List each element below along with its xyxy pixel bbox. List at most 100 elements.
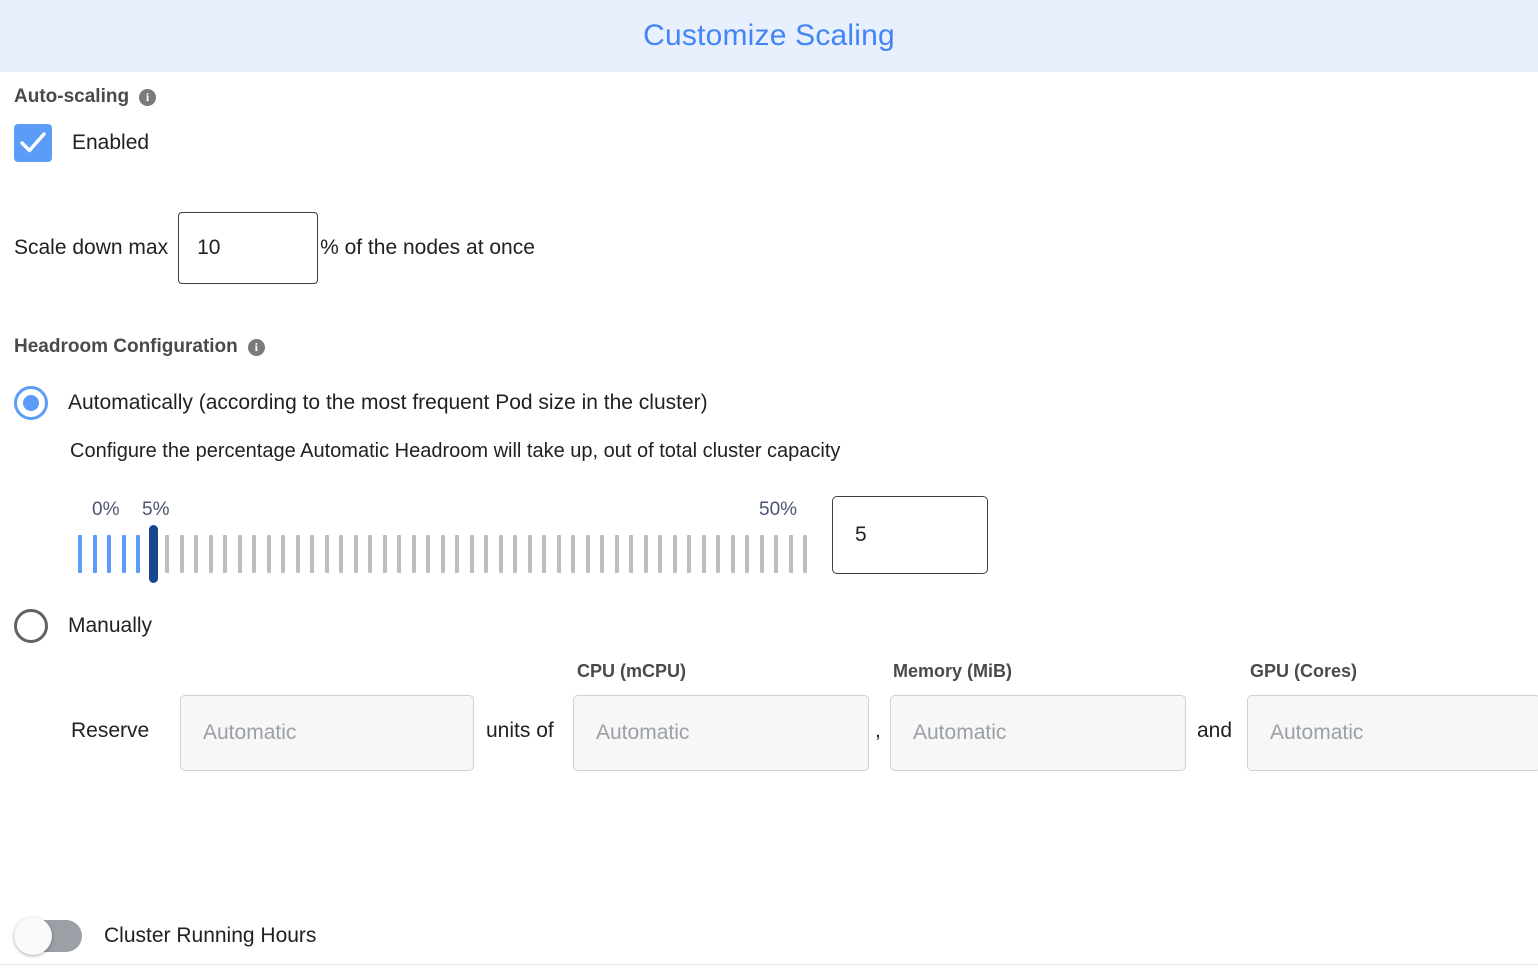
slider-tick[interactable] bbox=[571, 535, 575, 573]
slider-tick[interactable] bbox=[136, 535, 140, 573]
toggle-knob bbox=[14, 917, 52, 955]
slider-tick[interactable] bbox=[165, 535, 169, 573]
bottom-divider bbox=[0, 964, 1538, 965]
slider-tick[interactable] bbox=[469, 535, 474, 573]
slider-tick[interactable] bbox=[382, 535, 387, 573]
cluster-running-hours-label: Cluster Running Hours bbox=[104, 924, 317, 947]
slider-tick[interactable] bbox=[92, 535, 97, 573]
slider-thumb[interactable] bbox=[148, 525, 158, 583]
headroom-percentage-input[interactable] bbox=[832, 496, 988, 574]
headroom-percentage-slider[interactable]: 0% 5% 50% bbox=[14, 493, 1524, 593]
slider-tick[interactable] bbox=[339, 535, 343, 573]
slider-tick[interactable] bbox=[107, 535, 111, 573]
reserve-cpu-input[interactable] bbox=[573, 695, 869, 771]
slider-tick[interactable] bbox=[730, 535, 735, 573]
slider-tick[interactable] bbox=[687, 535, 691, 573]
headroom-manual-block: Manually CPU (mCPU) Memory (MiB) GPU (Co… bbox=[14, 609, 1538, 791]
slider-tick[interactable] bbox=[513, 535, 517, 573]
slider-current-label: 5% bbox=[142, 499, 170, 520]
slider-tick[interactable] bbox=[629, 535, 633, 573]
slider-tick[interactable] bbox=[411, 535, 416, 573]
gpu-column-label: GPU (Cores) bbox=[1250, 661, 1358, 681]
reserve-memory-input[interactable] bbox=[890, 695, 1186, 771]
auto-scaling-title: Auto-scaling bbox=[14, 86, 130, 107]
settings-content: Auto-scaling i Enabled Scale down max % … bbox=[0, 72, 1538, 791]
slider-tick[interactable] bbox=[745, 535, 749, 573]
slider-tick[interactable] bbox=[426, 535, 430, 573]
slider-tick[interactable] bbox=[121, 535, 126, 573]
slider-tick[interactable] bbox=[252, 535, 256, 573]
slider-tick[interactable] bbox=[281, 535, 285, 573]
auto-scaling-enabled-row[interactable]: Enabled bbox=[14, 124, 1524, 162]
slider-tick[interactable] bbox=[440, 535, 445, 573]
slider-tick[interactable] bbox=[643, 535, 648, 573]
reserve-gpu-input[interactable] bbox=[1247, 695, 1538, 771]
radio-automatic-label: Automatically (according to the most fre… bbox=[68, 391, 708, 414]
scale-down-max-suffix: % of the nodes at once bbox=[320, 236, 535, 259]
slider-tick[interactable] bbox=[600, 535, 604, 573]
dialog-header: Customize Scaling bbox=[0, 0, 1538, 72]
radio-automatic[interactable] bbox=[14, 386, 48, 420]
headroom-configuration-section: Headroom Configuration i Automatically (… bbox=[14, 336, 1538, 791]
page-title: Customize Scaling bbox=[643, 19, 895, 52]
info-icon[interactable]: i bbox=[247, 338, 265, 356]
slider-tick[interactable] bbox=[759, 535, 764, 573]
headroom-title: Headroom Configuration bbox=[14, 336, 238, 357]
slider-tick[interactable] bbox=[194, 535, 198, 573]
check-icon bbox=[20, 132, 46, 153]
slider-tick[interactable] bbox=[527, 535, 532, 573]
memory-column-label: Memory (MiB) bbox=[893, 661, 1013, 681]
slider-tick[interactable] bbox=[484, 535, 488, 573]
comma-separator: , bbox=[875, 719, 881, 742]
auto-scaling-header: Auto-scaling i bbox=[14, 86, 1524, 108]
slider-tick[interactable] bbox=[556, 535, 561, 573]
info-icon[interactable]: i bbox=[139, 88, 157, 106]
units-of-label: units of bbox=[486, 719, 554, 742]
slider-max-label: 50% bbox=[759, 499, 798, 520]
slider-tick[interactable] bbox=[223, 535, 227, 573]
slider-tick[interactable] bbox=[78, 535, 82, 573]
slider-tick[interactable] bbox=[672, 535, 677, 573]
reserve-row: CPU (mCPU) Memory (MiB) GPU (Cores) Rese… bbox=[14, 661, 1538, 791]
slider-tick[interactable] bbox=[614, 535, 619, 573]
scale-down-max-input[interactable] bbox=[178, 212, 319, 284]
slider-tick[interactable] bbox=[237, 535, 242, 573]
scale-down-max-label: Scale down max bbox=[14, 236, 169, 259]
slider-tick[interactable] bbox=[353, 535, 358, 573]
slider-tick[interactable] bbox=[208, 535, 213, 573]
slider-tick[interactable] bbox=[803, 535, 807, 573]
slider-tick[interactable] bbox=[658, 535, 662, 573]
slider-tick[interactable] bbox=[788, 535, 793, 573]
slider-tick[interactable] bbox=[716, 535, 720, 573]
slider-tick[interactable] bbox=[397, 535, 401, 573]
slider-tick[interactable] bbox=[368, 535, 372, 573]
headroom-automatic-help: Configure the percentage Automatic Headr… bbox=[70, 440, 841, 462]
slider-tick[interactable] bbox=[585, 535, 590, 573]
auto-scaling-enabled-checkbox[interactable] bbox=[14, 124, 52, 162]
headroom-header: Headroom Configuration i bbox=[14, 336, 1524, 358]
reserve-units-input[interactable] bbox=[180, 695, 474, 771]
cluster-running-hours-row[interactable]: Cluster Running Hours bbox=[14, 917, 317, 955]
slider-tick[interactable] bbox=[498, 535, 503, 573]
and-separator: and bbox=[1197, 719, 1233, 742]
slider-tick[interactable] bbox=[266, 535, 271, 573]
headroom-automatic-row[interactable]: Automatically (according to the most fre… bbox=[14, 386, 1524, 420]
headroom-manual-row[interactable]: Manually bbox=[14, 609, 1524, 643]
slider-tick[interactable] bbox=[542, 535, 546, 573]
slider-tick[interactable] bbox=[774, 535, 778, 573]
slider-tick[interactable] bbox=[701, 535, 706, 573]
radio-manually-label: Manually bbox=[68, 614, 153, 637]
slider-tick[interactable] bbox=[324, 535, 329, 573]
cluster-running-hours-toggle[interactable] bbox=[14, 917, 82, 955]
slider-tick[interactable] bbox=[455, 535, 459, 573]
slider-min-label: 0% bbox=[92, 499, 120, 520]
slider-tick[interactable] bbox=[310, 535, 314, 573]
cpu-column-label: CPU (mCPU) bbox=[577, 661, 687, 681]
radio-manually[interactable] bbox=[14, 609, 48, 643]
slider-track[interactable] bbox=[78, 525, 818, 583]
auto-scaling-enabled-label: Enabled bbox=[72, 131, 150, 154]
slider-tick[interactable] bbox=[295, 535, 300, 573]
slider-tick[interactable] bbox=[179, 535, 184, 573]
scale-down-max-row: Scale down max % of the nodes at once bbox=[14, 212, 1524, 284]
auto-scaling-section: Auto-scaling i Enabled Scale down max % … bbox=[14, 72, 1524, 284]
